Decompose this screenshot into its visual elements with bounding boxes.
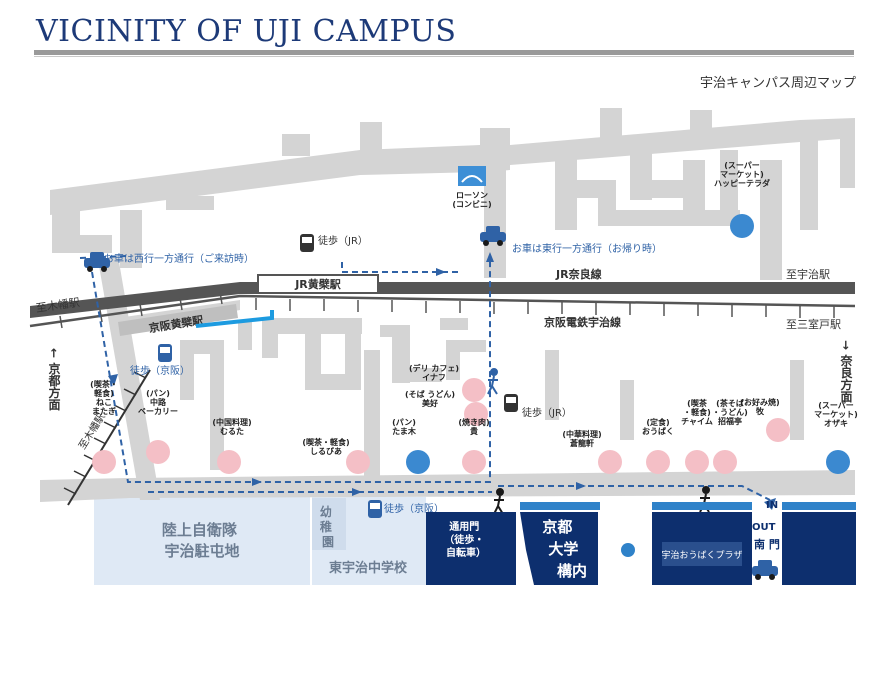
- market-marker: [406, 450, 430, 474]
- poi-label: (スーパーマーケット)ハッピーテラダ: [714, 160, 770, 188]
- shop-marker: [146, 440, 170, 464]
- poi-label: (パン)中路ベーカリー: [138, 388, 178, 416]
- poi-label: (焼き肉)貴: [458, 417, 489, 436]
- jhs-label: 東宇治中学校: [329, 560, 408, 576]
- to-uji-station: 至宇治駅: [786, 267, 830, 281]
- kohata-road-ticks: [63, 371, 147, 495]
- poi-label: (茶そば・うどん)招福亭: [712, 398, 748, 426]
- page-subtitle: 宇治キャンパス周辺マップ: [699, 76, 856, 91]
- campus-strip: [520, 502, 600, 510]
- plaza-label: 宇治おうばくプラザ: [661, 549, 742, 561]
- car-oneway-east-note: お車は東行一方通行（お帰り時）: [512, 242, 662, 255]
- plaza-inner: [662, 542, 742, 566]
- jr-obaku-station: [257, 274, 379, 294]
- shop-marker: [646, 450, 670, 474]
- shop-marker: [713, 450, 737, 474]
- train-icon: [158, 344, 172, 362]
- shop-marker: [462, 450, 486, 474]
- campus-strip: [782, 502, 856, 510]
- train-icon: [368, 500, 382, 518]
- gate-main-label: 通用門 （徒歩・ 自転車）: [444, 521, 487, 559]
- svg-text:→ 奈良方面: → 奈良方面: [839, 340, 853, 403]
- poi-label: (喫茶・軽食)ねこまたぎ: [90, 379, 118, 416]
- title-rule: [34, 50, 854, 55]
- poi-label: (スーパーマーケット)オザキ: [814, 400, 858, 428]
- poi-label: (喫茶・軽食)チャイム: [681, 398, 713, 426]
- market-marker: [730, 214, 754, 238]
- shop-marker: [464, 402, 488, 426]
- poi-label: (中華料理)蒼龍軒: [562, 429, 601, 448]
- walk-jr-right-note: 徒歩（JR）: [522, 406, 572, 419]
- keihan-obaku-station: [118, 304, 238, 336]
- south-gate-label: 南 門: [754, 537, 780, 551]
- lawson-icon: [458, 166, 486, 186]
- jr-line-label: JR奈良線: [555, 267, 602, 281]
- shop-marker: [346, 450, 370, 474]
- keihan-ties: [59, 291, 835, 329]
- nara-direction: → 奈良方面: [839, 340, 853, 403]
- title-rule-thin: [34, 56, 854, 57]
- road-network: [40, 108, 855, 502]
- keihan-line-label: 京阪電鉄宇治線: [544, 315, 621, 329]
- poi-label: (デリ カフェ)イナフ: [409, 363, 459, 382]
- jr-obaku-station-label: JR黄檗駅: [294, 277, 341, 291]
- car-icon: [480, 226, 506, 246]
- poi-label: ローソン(コンビニ): [452, 191, 491, 209]
- walk-keihan-bottom-note: 徒歩（京阪）: [384, 502, 444, 515]
- poi-label: (定食)おうばく: [642, 417, 674, 436]
- kohata-road: [67, 369, 151, 506]
- campus-strip: [652, 502, 752, 510]
- jr-nara-line: [30, 282, 855, 318]
- to-kohata-road-label: 至木幡駅: [76, 411, 108, 452]
- poi-layer: ローソン(コンビニ) (スーパーマーケット)ハッピーテラダ (デリ カフェ)イナフ (…: [90, 160, 858, 474]
- shop-marker: [766, 418, 790, 442]
- sdf-area: [94, 497, 310, 585]
- poi-label: (中国料理)むるた: [212, 417, 251, 436]
- svg-text:← 京都方面: ← 京都方面: [47, 348, 61, 411]
- kindergarten-label: 幼 稚 園: [320, 504, 336, 549]
- kyoto-direction: ← 京都方面: [47, 348, 61, 411]
- train-icon: [300, 234, 314, 252]
- keihan-platform-marker: [195, 310, 274, 328]
- shop-marker: [685, 450, 709, 474]
- walk-jr-top-note: 徒歩（JR）: [318, 234, 368, 247]
- shop-marker: [462, 378, 486, 402]
- campus-east-block: [782, 512, 856, 585]
- in-label: IN: [766, 500, 778, 511]
- univ-label: 京都 大学 構内: [542, 518, 587, 580]
- campus-gate-block: [426, 512, 516, 585]
- walk-keihan-left-note: 徒歩（京阪）: [130, 364, 190, 377]
- car-icon: [752, 560, 778, 580]
- route-arrows: [108, 252, 776, 510]
- train-icon: [504, 394, 518, 412]
- car-icon: [84, 252, 110, 272]
- sdf-label: 陸上自衛隊 宇治駐屯地: [162, 521, 242, 560]
- car-oneway-west-note: お車は西行一方通行（ご来訪時）: [104, 252, 254, 265]
- shop-marker: [92, 450, 116, 474]
- poi-label: (喫茶・軽食)しるびあ: [302, 437, 349, 456]
- walker-icon: [487, 368, 498, 395]
- market-marker: [826, 450, 850, 474]
- campus-main-block: [520, 512, 598, 585]
- kindergarten-area: [312, 498, 346, 550]
- out-label: OUT: [752, 522, 776, 533]
- to-kohata-station: 至木幡駅: [35, 295, 81, 315]
- shop-marker: [598, 450, 622, 474]
- poi-label: (そば うどん)美好: [405, 389, 455, 408]
- shop-marker: [217, 450, 241, 474]
- to-misimuro-station: 至三室戸駅: [786, 317, 841, 331]
- page-title: VICINITY OF UJI CAMPUS: [36, 14, 457, 49]
- poi-label: (お好み焼)牧: [740, 397, 779, 416]
- info-dot: [621, 543, 635, 557]
- walker-icon: [493, 488, 504, 515]
- poi-label: (パン)たま木: [392, 417, 417, 436]
